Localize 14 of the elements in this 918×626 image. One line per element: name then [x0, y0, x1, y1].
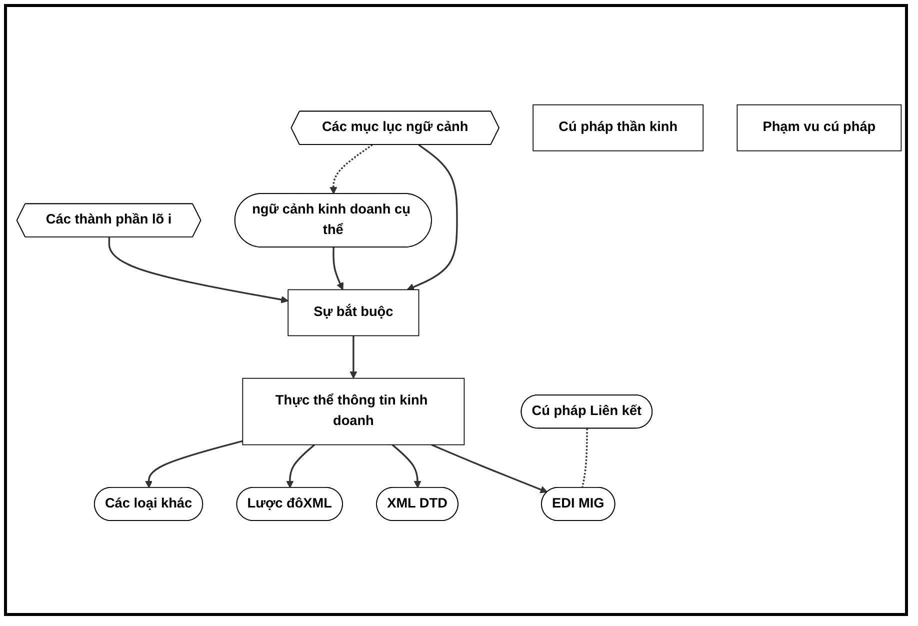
arrow	[392, 444, 422, 488]
arrow	[350, 336, 358, 379]
node-box: Phạm vu cú pháp	[736, 104, 902, 152]
arrow	[286, 444, 316, 488]
node-box: Cú pháp thần kinh	[532, 104, 704, 152]
arrow	[330, 144, 373, 194]
arrow	[332, 248, 344, 290]
node-box: Thực thể thông tin kinh doanh	[242, 378, 465, 446]
node-box: Sự bắt buộc	[288, 290, 420, 336]
arrow	[145, 440, 243, 488]
connector	[581, 428, 588, 488]
arrow	[431, 444, 548, 494]
arrow	[406, 144, 458, 291]
arrow	[108, 238, 288, 304]
